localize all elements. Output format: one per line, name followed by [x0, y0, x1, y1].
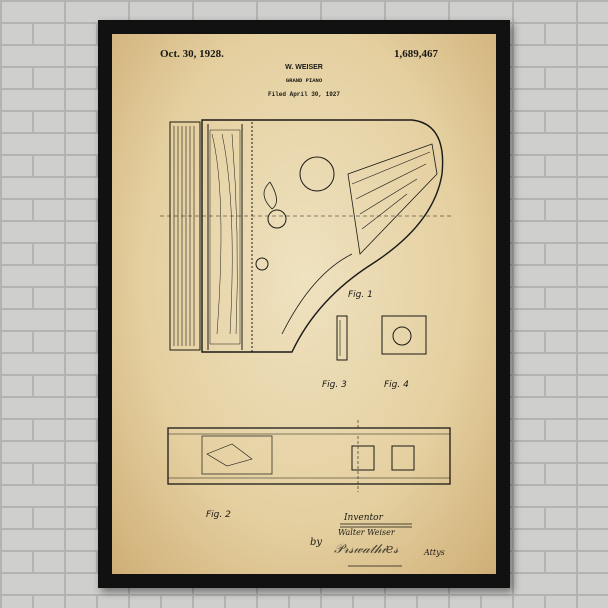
patent-print: Oct. 30, 1928. 1,689,467 W. WEISER GRAND… — [112, 34, 496, 574]
piano-drawing — [160, 119, 452, 567]
fig4-detail — [381, 315, 427, 355]
fig4-label: Fig. 4 — [384, 380, 409, 390]
inventor-header: W. WEISER — [285, 64, 323, 71]
by-label: by — [310, 537, 323, 548]
patent-number: 1,689,467 — [394, 48, 438, 60]
attorney-signature: 𝒫𝓇𝓈𝓌𝒶𝓉𝒽𝒾𝑒𝓈 — [334, 542, 399, 557]
patent-title: GRAND PIANO — [285, 77, 323, 84]
fig1-piano-plan — [160, 119, 452, 354]
filed-date: Filed April 30, 1927 — [267, 91, 340, 98]
patent-date: Oct. 30, 1928. — [160, 48, 224, 60]
inventor-name: Walter Weiser — [338, 528, 395, 537]
attorneys-label: Attys — [424, 548, 445, 557]
fig3-label: Fig. 3 — [322, 380, 347, 390]
poster-frame: Oct. 30, 1928. 1,689,467 W. WEISER GRAND… — [98, 20, 510, 588]
inventor-label: Inventor — [344, 513, 383, 523]
fig1-label: Fig. 1 — [348, 290, 373, 300]
inventor-underlines — [340, 523, 412, 567]
fig3-detail — [336, 315, 348, 361]
fig2-section — [167, 420, 451, 492]
fig2-label: Fig. 2 — [206, 510, 231, 520]
